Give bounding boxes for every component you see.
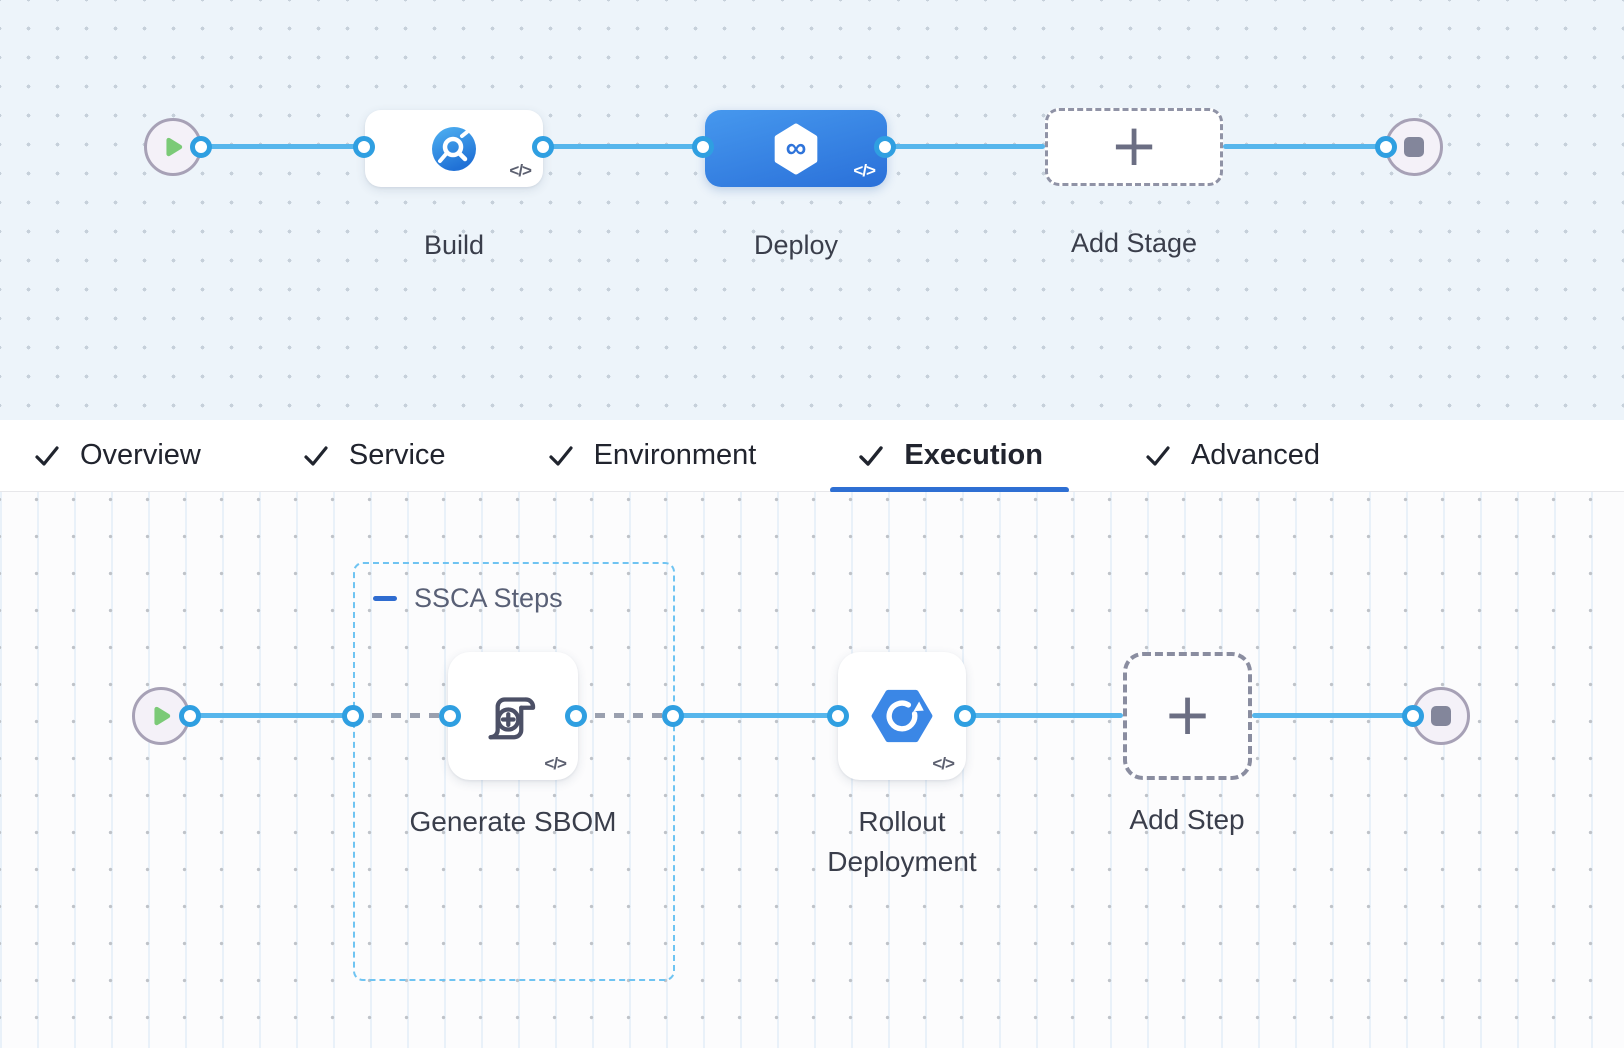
code-view-toggle[interactable]: </> — [932, 754, 955, 773]
connector — [1252, 713, 1413, 718]
stage-label-deploy: Deploy — [753, 230, 839, 260]
port[interactable] — [179, 705, 201, 727]
port[interactable] — [353, 136, 375, 158]
tab-label: Execution — [904, 439, 1043, 471]
connector — [885, 144, 1045, 149]
build-ci-icon — [432, 126, 476, 171]
execution-end-node — [1412, 687, 1470, 745]
port[interactable] — [874, 136, 896, 158]
tab-environment[interactable]: Environment — [520, 420, 783, 492]
step-label-add-step: Add Step — [1129, 804, 1245, 835]
port[interactable] — [692, 136, 714, 158]
port[interactable] — [1375, 136, 1397, 158]
stage-label-add-stage: Add Stage — [1070, 228, 1198, 258]
check-icon — [1146, 445, 1170, 466]
tab-label: Environment — [593, 439, 757, 471]
tab-service[interactable]: Service — [275, 420, 472, 492]
port[interactable] — [1402, 705, 1424, 727]
port[interactable] — [827, 705, 849, 727]
tab-label: Advanced — [1190, 439, 1320, 471]
add-step-button[interactable]: + — [1123, 652, 1252, 780]
plus-icon: + — [1163, 680, 1212, 748]
connector — [190, 713, 353, 718]
connector — [673, 713, 838, 718]
stage-label-build: Build — [423, 230, 485, 260]
stop-icon — [1404, 137, 1424, 157]
port[interactable] — [662, 705, 684, 727]
stop-icon — [1431, 706, 1451, 726]
tab-label: Service — [348, 439, 446, 471]
code-view-toggle[interactable]: </> — [509, 161, 532, 180]
active-tab-underline — [830, 486, 1069, 493]
stage-node-build[interactable]: </> — [365, 110, 543, 187]
step-node-generate-sbom[interactable]: </> — [448, 652, 578, 780]
tab-overview[interactable]: Overview — [6, 420, 227, 492]
port[interactable] — [954, 705, 976, 727]
infinity-glyph: ∞ — [786, 132, 807, 164]
stage-canvas: </> ∞ </> + Build Deploy Add Stage — [0, 0, 1624, 420]
step-label-generate-sbom: Generate SBOM — [409, 806, 617, 837]
connector — [201, 144, 364, 149]
plus-icon: + — [1109, 111, 1159, 179]
port[interactable] — [532, 136, 554, 158]
tab-label: Overview — [80, 439, 201, 471]
check-icon — [548, 445, 573, 466]
deploy-cd-icon: ∞ — [774, 123, 818, 174]
play-icon — [166, 137, 183, 157]
connector — [1223, 144, 1386, 149]
collapse-group-icon[interactable] — [373, 596, 397, 601]
port[interactable] — [439, 705, 461, 727]
stage-tabs: Overview Service Environment Execution A… — [0, 420, 1624, 493]
ssca-step-group — [353, 562, 675, 981]
add-stage-button[interactable]: + — [1045, 108, 1223, 186]
rollout-deployment-icon — [871, 689, 933, 743]
play-icon — [154, 706, 171, 726]
connector — [965, 713, 1123, 718]
port[interactable] — [342, 705, 364, 727]
port[interactable] — [565, 705, 587, 727]
connector — [543, 144, 703, 149]
code-view-toggle[interactable]: </> — [853, 161, 876, 180]
check-icon — [859, 445, 884, 466]
port[interactable] — [190, 136, 212, 158]
step-label-rollout-deployment: Rollout Deployment — [827, 806, 977, 877]
code-view-toggle[interactable]: </> — [544, 754, 567, 773]
execution-canvas: SSCA Steps </> — [0, 492, 1624, 1048]
connector-dashed — [576, 713, 673, 718]
step-node-rollout-deployment[interactable]: </> — [838, 652, 966, 780]
check-icon — [35, 445, 59, 466]
tab-execution[interactable]: Execution — [830, 420, 1069, 493]
stage-node-deploy[interactable]: ∞ </> — [705, 110, 887, 187]
connector-dashed — [353, 713, 450, 718]
step-group-label: SSCA Steps — [414, 583, 563, 613]
sbom-scroll-icon — [488, 697, 536, 740]
tab-advanced[interactable]: Advanced — [1117, 420, 1346, 492]
check-icon — [304, 445, 328, 466]
